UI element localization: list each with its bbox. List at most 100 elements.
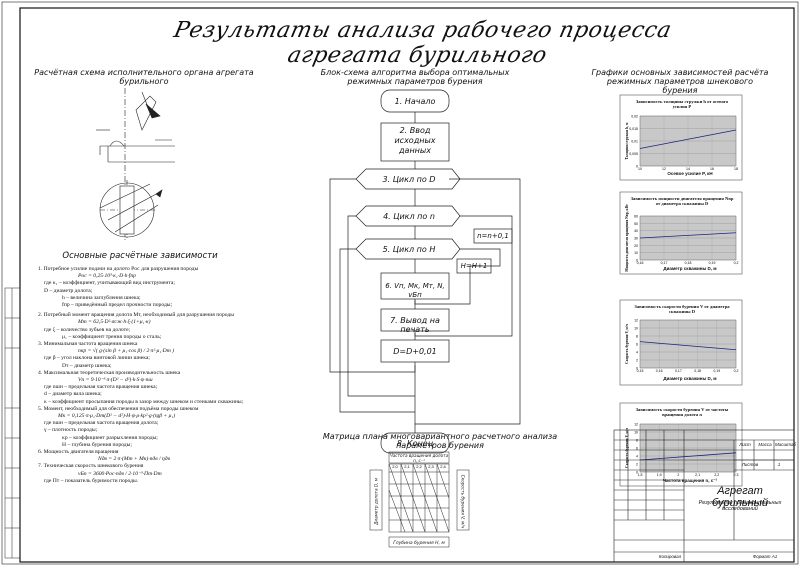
graph-1-xlabel: Осевое усилие P, кН — [667, 171, 713, 176]
x-tick-label: 18 — [734, 167, 738, 171]
y-tick-label: 8 — [636, 335, 638, 339]
matrix — [369, 451, 470, 548]
x-tick-label: 2,1 — [695, 473, 700, 477]
x-tick-label: 1,9 — [657, 473, 662, 477]
flow-step-h-label: H=H+1 — [460, 262, 488, 270]
y-tick-label: 0 — [636, 165, 638, 169]
heading-scheme: Расчётная схема исполнительного органа а… — [34, 68, 254, 86]
y-tick-label: 12 — [634, 423, 638, 427]
stamp-sheet: Лист — [739, 442, 751, 447]
x-tick-label: 0,2 — [734, 369, 739, 373]
x-tick-label: 12 — [662, 167, 666, 171]
y-tick-label: 60 — [634, 215, 638, 219]
heading-formulas: Основные расчётные зависимости — [62, 251, 218, 261]
x-tick-label: 0,17 — [675, 369, 682, 373]
graph-1-plot: 0,02 0,015 0,01 0,005 010 12 14 16 18 Толщина стр… — [625, 115, 738, 172]
y-tick-label: 0,02 — [631, 115, 638, 119]
flow-step-d-label: D=D+0,01 — [393, 347, 437, 356]
y-axis-label: Толщина стружки h, м — [625, 122, 629, 159]
side-stamp — [4, 287, 21, 559]
flow-start — [380, 89, 450, 113]
formula-list: 1. Потребное усилие подачи на долото Pос… — [38, 266, 244, 484]
x-tick-label: 0,19 — [709, 261, 716, 265]
series-line — [639, 129, 737, 149]
calc-scheme — [96, 88, 175, 240]
flow-start-label: 1. Начало — [394, 97, 436, 106]
stamp-scale: Масштаб — [775, 442, 797, 447]
y-tick-label: 0,005 — [629, 152, 638, 156]
y-tick-label: 8 — [636, 439, 638, 443]
graph-1-title: Зависимость толщины стружки h от осевого… — [635, 99, 729, 110]
heading-flowchart: Блок-схема алгоритма выбора оптимальных … — [320, 68, 510, 86]
flow-output — [380, 308, 450, 332]
x-tick-label: 0,16 — [656, 369, 663, 373]
x-tick-label: 16 — [710, 167, 714, 171]
stamp-subtitle: Результаты предварительных исследований — [698, 500, 782, 512]
x-tick-label: 2,2 — [714, 473, 719, 477]
x-tick-label: 0,18 — [694, 369, 701, 373]
matrix-top-label: Частота вращения долота n, с⁻¹ — [389, 453, 449, 463]
y-tick-label: 20 — [634, 244, 638, 248]
x-tick-label: 0,18 — [685, 261, 692, 265]
x-tick-label: 14 — [686, 167, 690, 171]
y-tick-label: 6 — [636, 343, 638, 347]
y-axis-label: Скорость бурения V, м/ч — [625, 428, 629, 468]
flow-input — [380, 122, 450, 162]
series-line — [639, 341, 737, 351]
stamp-title: Агрегат бурильный — [712, 485, 768, 509]
heading-matrix: Матрица плана многовариантного расчетног… — [322, 432, 558, 450]
graph-4-title: Зависимость скорости бурения V от частот… — [635, 407, 729, 418]
inner-frame — [19, 7, 795, 563]
y-tick-label: 0 — [636, 259, 638, 263]
y-tick-label: 10 — [634, 327, 638, 331]
heading-graphs: Графики основных зависимостей расчёта ре… — [591, 68, 769, 95]
stamp-sheets: Листов — [741, 462, 759, 467]
matrix-left-label: Диаметр долота D, м — [373, 478, 379, 525]
graph-3-title: Зависимость скорости бурения V от диамет… — [634, 304, 730, 315]
x-tick-label: 0,19 — [713, 369, 720, 373]
x-tick-label: 0,17 — [661, 261, 668, 265]
x-tick-label: 2,3 — [734, 473, 739, 477]
x-tick-label: 1,5 — [638, 473, 643, 477]
y-tick-label: 4 — [636, 351, 638, 355]
x-tick-label: 0,16 — [637, 261, 644, 265]
y-axis-label: Мощность двигателя вращения Nвр, кВт — [625, 204, 629, 272]
matrix-bottom-label: Глубина бурения H, м — [393, 541, 445, 546]
y-tick-label: 6 — [636, 447, 638, 451]
graph-3-xlabel: Диаметр скважины D, м — [663, 376, 717, 381]
flow-calc-label: 6. Vп, Mк, Mт, N, vБп — [385, 282, 445, 299]
y-tick-label: 10 — [634, 251, 638, 255]
flow-step-n-label: n=n+0,1 — [477, 232, 509, 240]
y-tick-label: 0,015 — [629, 127, 638, 131]
graph-4-xlabel: Частота вращения n, с⁻¹ — [662, 478, 718, 483]
y-tick-label: 0 — [636, 471, 638, 475]
stamp-sheet-num: 1 — [777, 462, 781, 467]
title-block — [613, 429, 795, 563]
x-tick-label: 0,15 — [637, 369, 644, 373]
y-tick-label: 40 — [634, 229, 638, 233]
flow-output-label: 7. Вывод на печать — [390, 316, 440, 334]
matrix-top-values: 2,0 2,1 2,2 2,3 2,4 — [392, 464, 446, 469]
flow-loop-h-label: 5. Цикл по H — [382, 245, 436, 254]
flow-end-label: 8. Конец — [396, 439, 434, 448]
flow-loop-n-label: 4. Цикл по n — [383, 212, 435, 221]
y-tick-label: 0,01 — [631, 140, 638, 144]
y-tick-label: 2 — [636, 463, 638, 467]
flow-calc — [380, 272, 450, 300]
x-tick-label: 2 — [677, 473, 679, 477]
y-axis-label: Скорость бурения V, м/ч — [625, 324, 629, 364]
y-tick-label: 10 — [634, 431, 638, 435]
flowchart — [329, 89, 521, 454]
stamp-mass: Масса — [758, 442, 772, 447]
flow-step-d — [380, 339, 450, 363]
page-title: Результаты анализа рабочего процесса агр… — [171, 18, 674, 68]
matrix-grid — [388, 463, 450, 533]
y-tick-label: 50 — [634, 222, 638, 226]
graph-2-title: Зависимость мощности двигателя вращения … — [630, 196, 734, 207]
x-tick-label: 10 — [638, 167, 642, 171]
matrix-right-label: Скорость бурения V, м/ч — [460, 474, 466, 529]
